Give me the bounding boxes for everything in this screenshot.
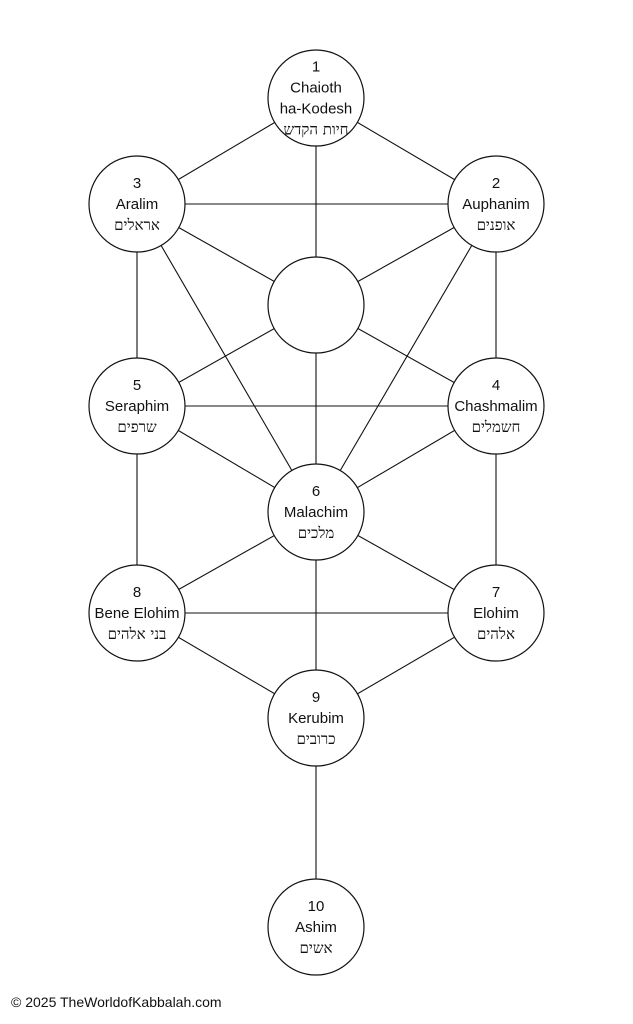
sephirah-number: 10 xyxy=(308,898,325,915)
angelic-order-name: Auphanim xyxy=(462,196,530,213)
sephirah-circle xyxy=(447,357,545,455)
sephirah-number: 4 xyxy=(492,377,500,394)
sephirah-circle xyxy=(88,564,186,662)
hebrew-name: מלכים xyxy=(298,524,335,542)
hebrew-name: אשים xyxy=(300,939,333,957)
sephirah-circle xyxy=(88,155,186,253)
sephirah-number: 5 xyxy=(133,377,141,394)
path-n3-n6 xyxy=(136,203,317,513)
hebrew-name: שרפים xyxy=(117,418,157,436)
path-n2-n6 xyxy=(315,203,497,513)
sephirah-number: 8 xyxy=(133,584,141,601)
hebrew-name: חשמלים xyxy=(472,418,521,436)
sephirah-number: 1 xyxy=(312,59,320,76)
sephirah-circle xyxy=(447,564,545,662)
sephirah-number: 2 xyxy=(492,175,500,192)
hebrew-name: אראלים xyxy=(114,216,160,234)
hebrew-name: כרובים xyxy=(296,730,335,748)
hebrew-name: אופנים xyxy=(477,216,516,234)
angelic-order-name: Malachim xyxy=(284,504,348,521)
angelic-order-name: Ashim xyxy=(295,919,337,936)
sephirah-circle xyxy=(267,49,365,147)
angelic-order-name: Elohim xyxy=(473,605,519,622)
sephirah-circle xyxy=(267,669,365,767)
angelic-order-name: Chaioth xyxy=(290,80,342,97)
angelic-order-name: Seraphim xyxy=(105,398,169,415)
sephirah-circle xyxy=(447,155,545,253)
hebrew-name: בני אלהים xyxy=(108,625,167,643)
sephirah-circle xyxy=(267,878,365,976)
sephirah-circle xyxy=(88,357,186,455)
angelic-order-name: Chashmalim xyxy=(454,398,537,415)
hebrew-name: אלהים xyxy=(477,625,515,643)
angelic-order-name: Bene Elohim xyxy=(94,605,179,622)
angelic-order-name: ha-Kodesh xyxy=(280,101,353,118)
sephirah-daath xyxy=(267,256,365,354)
angelic-order-name: Aralim xyxy=(116,196,159,213)
sephirah-number: 9 xyxy=(312,689,320,706)
hebrew-name: חיות הקדש xyxy=(283,121,348,139)
copyright-text: © 2025 TheWorldofKabbalah.com xyxy=(11,994,222,1010)
sephirah-number: 3 xyxy=(133,175,141,192)
sephirah-number: 7 xyxy=(492,584,500,601)
sephirah-circle xyxy=(267,463,365,561)
sephirah-number: 6 xyxy=(312,483,320,500)
angelic-order-name: Kerubim xyxy=(288,710,344,727)
sephirah-circle xyxy=(267,256,365,354)
